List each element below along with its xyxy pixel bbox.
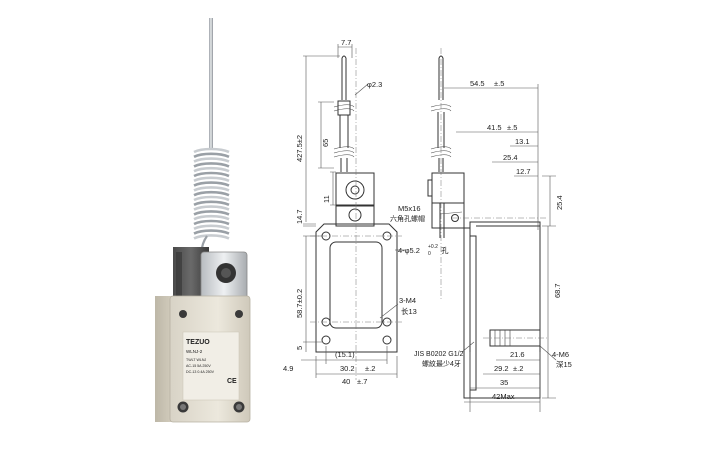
dim-total-reach-tol: ±.5: [494, 79, 504, 88]
spring-coil-turn: [193, 157, 230, 163]
dim-conduit-desc: 螺紋最少4牙: [422, 359, 461, 368]
screw: [179, 310, 187, 318]
spring-coil-turn: [193, 181, 230, 187]
dim-screw-desc: 六角孔螺帽: [390, 214, 425, 223]
dim-mount-hole-tol: +0.2: [428, 244, 438, 250]
spring-coils: [193, 147, 230, 240]
dim-spring-dia: φ2.3: [367, 80, 382, 89]
dim-w29-tol: ±.2: [513, 364, 523, 373]
dim-w42: 42Max: [492, 392, 515, 401]
side-view-drawing: 54.5 ±.5 41.5 ±.5 13.1 25.4 12.7 M5x16 六…: [390, 48, 572, 412]
spring-coil-turn: [193, 229, 230, 235]
dim-w29: 29.2: [494, 364, 509, 373]
dim-side-68: 68.7: [553, 283, 562, 298]
rating-line: TWLT WLNJ: [186, 358, 206, 362]
spring-coil-turn: [193, 219, 230, 226]
dim-screw-label: M5x16: [398, 204, 421, 213]
dim-thread-holes: 3-M4: [399, 296, 416, 305]
spring-coil-turn: [193, 234, 230, 240]
product-photo: TEZUO WLNJ-2 TWLT WLNJ AC-15 5A 250V DC-13…: [155, 18, 251, 423]
front-view-drawing: 7.7 φ2.3 427.5±2 65 11 14.7 4-φ5.2 +0.2 …: [283, 38, 449, 386]
dim-w35: 35: [500, 378, 508, 387]
spring-coil-turn: [193, 147, 230, 154]
spring-coil-turn: [193, 162, 230, 168]
dim-conduit-std: JIS B0202 G1/2: [414, 351, 464, 358]
spring-coil-turn: [193, 224, 230, 231]
rating-lines: TWLT WLNJ AC-15 5A 250V DC-13 0.4A 250V: [186, 358, 215, 374]
dim-hole-spacing-tol: ±.2: [365, 364, 375, 373]
dim-w13: 13.1: [515, 137, 530, 146]
dim-w12: 12.7: [516, 167, 531, 176]
spring-coil-turn: [193, 166, 230, 173]
spring-coil-turn: [193, 190, 230, 197]
dim-head-offset: 11: [322, 195, 331, 203]
dim-head-reach-tol: ±.5: [507, 123, 517, 132]
dim-ground-thread: 4-M6: [552, 350, 569, 359]
spring-coil-turn: [193, 176, 230, 183]
spring-coil-turn: [193, 152, 230, 159]
dim-w21: 21.6: [510, 350, 525, 359]
dim-center-offset: (15.1): [335, 350, 355, 359]
dim-head-height: 14.7: [295, 209, 304, 224]
model-label: WLNJ-2: [186, 349, 203, 354]
dim-body-width-tol: ±.7: [357, 377, 367, 386]
dim-body-height: 58.7±0.2: [295, 289, 304, 318]
dim-mount-hole: 4-φ5.2: [398, 246, 420, 255]
brand-logo: TEZUO: [186, 339, 210, 346]
dim-mount-hole-suffix: 孔: [441, 246, 449, 255]
dim-thread-depth: 长13: [401, 306, 417, 316]
spring-coil-turn: [193, 200, 230, 207]
dim-bottom-offset: 5: [295, 346, 304, 350]
dim-spring-total-length: 427.5±2: [295, 135, 304, 162]
dim-mount-hole-tol-low: 0: [428, 251, 431, 257]
ce-mark: CE: [227, 378, 237, 385]
actuator-rod: [209, 18, 213, 150]
dim-hole-spacing: 30.2: [340, 364, 355, 373]
product-label: [182, 331, 240, 401]
spring-coil-turn: [193, 210, 230, 216]
dim-ground-depth: 深15: [556, 360, 572, 369]
dim-head-reach: 41.5: [487, 123, 502, 132]
dim-body-width: 40: [342, 377, 350, 386]
spring-coil-turn: [193, 195, 230, 202]
screw: [235, 310, 243, 318]
dim-total-reach: 54.5: [470, 79, 485, 88]
rating-line: AC-15 5A 250V: [186, 364, 211, 368]
spring-coil-turn: [193, 186, 230, 192]
dim-spring-length: 65: [321, 139, 330, 147]
dim-w25: 25.4: [503, 153, 518, 162]
spring-coil-turn: [193, 171, 230, 178]
rating-line: DC-13 0.4A 250V: [186, 370, 215, 374]
dim-left-offset: 4.9: [283, 364, 293, 373]
dim-side-25: 25.4: [555, 195, 564, 210]
dim-top-width: 7.7: [341, 38, 351, 47]
spring-coil-turn: [193, 214, 230, 221]
spring-coil-turn: [193, 205, 230, 211]
